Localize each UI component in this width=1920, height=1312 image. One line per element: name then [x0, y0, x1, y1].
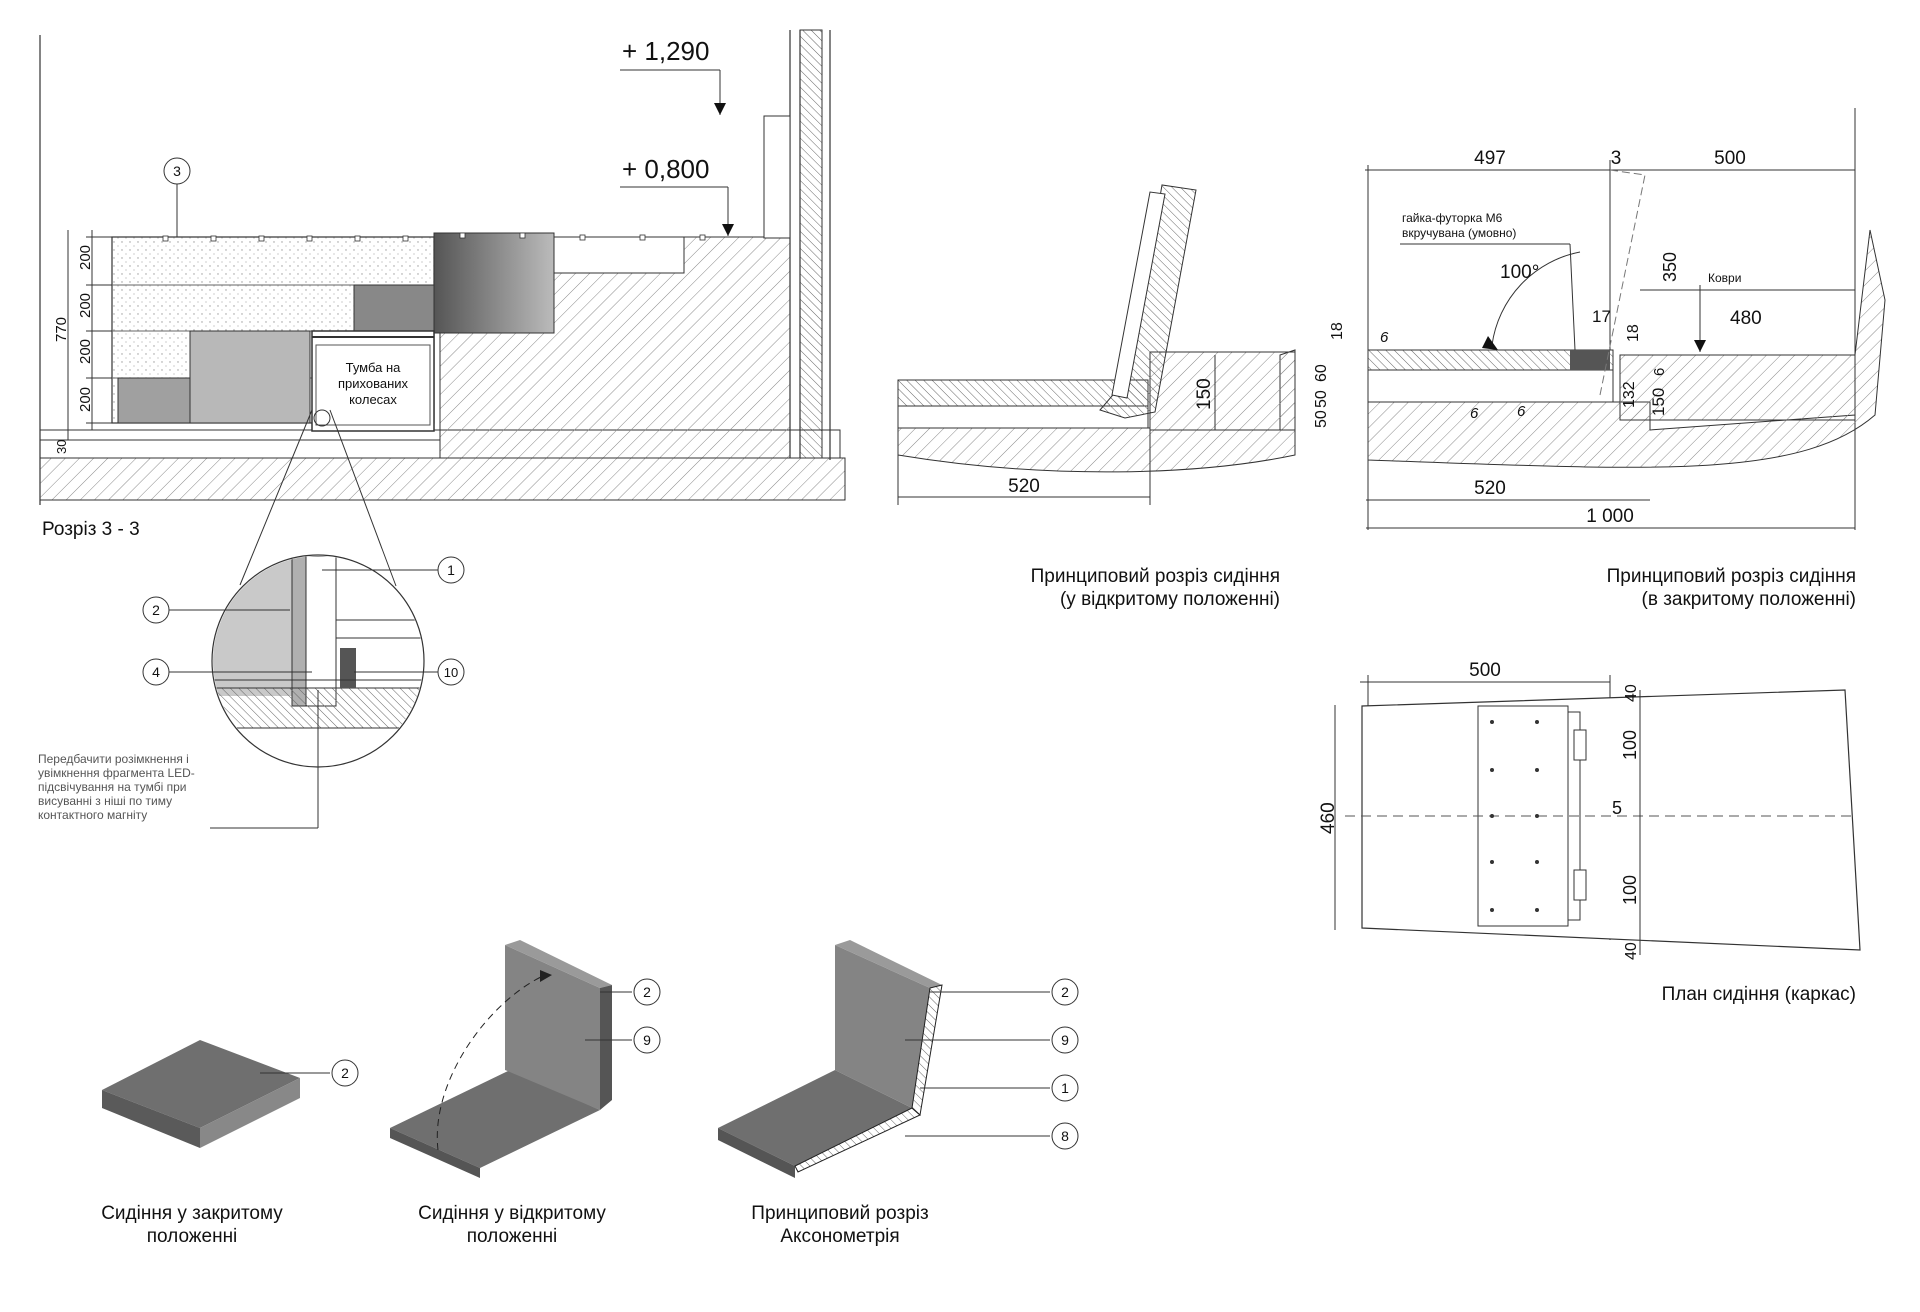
- section-3-3: [39, 29, 846, 829]
- closed-dim-150: 150: [1649, 388, 1668, 416]
- led-note: Передбачити розімкнення і увімкнення фра…: [38, 752, 228, 822]
- closed-dim-3: 3: [1611, 148, 1622, 169]
- axo-open-callout-9: 9: [643, 1032, 651, 1048]
- led-note-line-3: підсвічування на тумбі при: [38, 780, 187, 794]
- axo-closed-caption: Сидіння у закритому положенні: [62, 1202, 322, 1248]
- level-0800: + 0,800: [622, 154, 709, 184]
- closed-caption-line-2: (в закритому положенні): [1641, 589, 1856, 610]
- section-title: Розріз 3 - 3: [42, 519, 140, 540]
- led-note-line-1: Передбачити розімкнення і: [38, 752, 189, 766]
- plan-dim-460: 460: [1318, 802, 1339, 834]
- closed-dim-350: 350: [1660, 252, 1680, 282]
- plan-dim-40-bot: 40: [1623, 942, 1640, 960]
- dim-770: 770: [53, 317, 70, 342]
- plan-dim-500: 500: [1469, 660, 1501, 681]
- open-caption-line-2: (у відкритому положенні): [1059, 589, 1280, 610]
- axo-section-callout-8: 8: [1061, 1128, 1069, 1144]
- closed-dim-18-l: 18: [1329, 322, 1346, 340]
- axo-closed-seat: [102, 1040, 359, 1148]
- axo-section-seat: [718, 940, 1079, 1178]
- axo-open-line-2: положенні: [466, 1226, 558, 1247]
- closed-dim-497: 497: [1474, 148, 1506, 169]
- axo-open-line-1: Сидіння у відкритому: [418, 1203, 606, 1224]
- axo-closed-callout-2: 2: [341, 1065, 349, 1081]
- cabinet-label-1: Тумба на: [346, 360, 402, 375]
- closed-dim-17: 17: [1592, 307, 1611, 326]
- level-1290: + 1,290: [622, 36, 709, 66]
- seat-plan: [1334, 675, 1861, 955]
- closed-dim-520: 520: [1474, 478, 1506, 499]
- callout-3: 3: [173, 163, 181, 179]
- cabinet-label-3: колесах: [349, 392, 397, 407]
- axo-open-seat: [390, 940, 661, 1178]
- open-dim-150: 150: [1194, 378, 1215, 410]
- closed-dim-50-a: 50: [1313, 410, 1330, 428]
- dim-200-a: 200: [77, 245, 94, 270]
- closed-dim-6-r: 6: [1517, 403, 1526, 420]
- rug-label: Коври: [1708, 271, 1741, 285]
- led-note-line-2: увімкнення фрагмента LED-: [38, 766, 195, 780]
- dim-200-d: 200: [77, 387, 94, 412]
- open-caption-line-1: Принциповий розріз сидіння: [1030, 566, 1280, 587]
- axo-open-caption: Сидіння у відкритому положенні: [382, 1202, 642, 1248]
- plan-dim-40-top: 40: [1623, 684, 1640, 702]
- closed-dim-60: 60: [1313, 364, 1330, 382]
- callout-2: 2: [152, 602, 160, 618]
- nut-note-2: вкручувана (умовно): [1402, 226, 1516, 240]
- open-section-caption: Принциповий розріз сидіння (у відкритому…: [880, 565, 1280, 611]
- closed-section-caption: Принциповий розріз сидіння (в закритому …: [1456, 565, 1856, 611]
- led-note-line-4: висуванні з ніші по тиму: [38, 794, 173, 808]
- axo-section-callout-1: 1: [1061, 1080, 1069, 1096]
- axo-section-callout-9: 9: [1061, 1032, 1069, 1048]
- closed-dim-132: 132: [1621, 381, 1638, 408]
- axo-section-caption: Принциповий розріз Аксонометрія: [710, 1202, 970, 1248]
- closed-dim-500: 500: [1714, 148, 1746, 169]
- closed-caption-line-1: Принциповий розріз сидіння: [1606, 566, 1856, 587]
- axo-section-line-1: Принциповий розріз: [751, 1203, 929, 1224]
- nut-note-1: гайка-футорка М6: [1402, 211, 1503, 225]
- closed-angle: 100°: [1500, 262, 1539, 283]
- axo-closed-line-1: Сидіння у закритому: [101, 1203, 283, 1224]
- cabinet-label-2: прихованих: [338, 376, 409, 391]
- closed-dim-6-b: 6: [1651, 368, 1668, 376]
- axo-closed-line-2: положенні: [146, 1226, 238, 1247]
- closed-dim-50-b: 50: [1313, 390, 1330, 408]
- plan-dim-100-bot: 100: [1620, 875, 1640, 905]
- closed-seat-section: [1365, 108, 1886, 530]
- callout-10: 10: [444, 665, 458, 680]
- callout-1: 1: [447, 562, 455, 578]
- axo-section-callout-2: 2: [1061, 984, 1069, 1000]
- open-seat-section: [897, 184, 1296, 505]
- axo-open-callout-2: 2: [643, 984, 651, 1000]
- open-dim-520: 520: [1008, 476, 1040, 497]
- closed-dim-6-l: 6: [1380, 329, 1389, 346]
- led-note-line-5: контактного магніту: [38, 808, 148, 822]
- axo-section-line-2: Аксонометрія: [780, 1226, 900, 1247]
- closed-dim-6-c: 6: [1470, 405, 1479, 422]
- callout-4: 4: [152, 664, 160, 680]
- closed-dim-1000: 1 000: [1586, 506, 1634, 527]
- dim-200-b: 200: [77, 293, 94, 318]
- plan-caption: План сидіння (каркас): [1661, 984, 1856, 1005]
- plan-dim-100-top: 100: [1620, 730, 1640, 760]
- plan-dim-5: 5: [1612, 798, 1622, 818]
- closed-dim-480: 480: [1730, 308, 1762, 329]
- dim-200-c: 200: [77, 339, 94, 364]
- dim-30: 30: [54, 440, 69, 454]
- closed-dim-18-r: 18: [1625, 324, 1642, 342]
